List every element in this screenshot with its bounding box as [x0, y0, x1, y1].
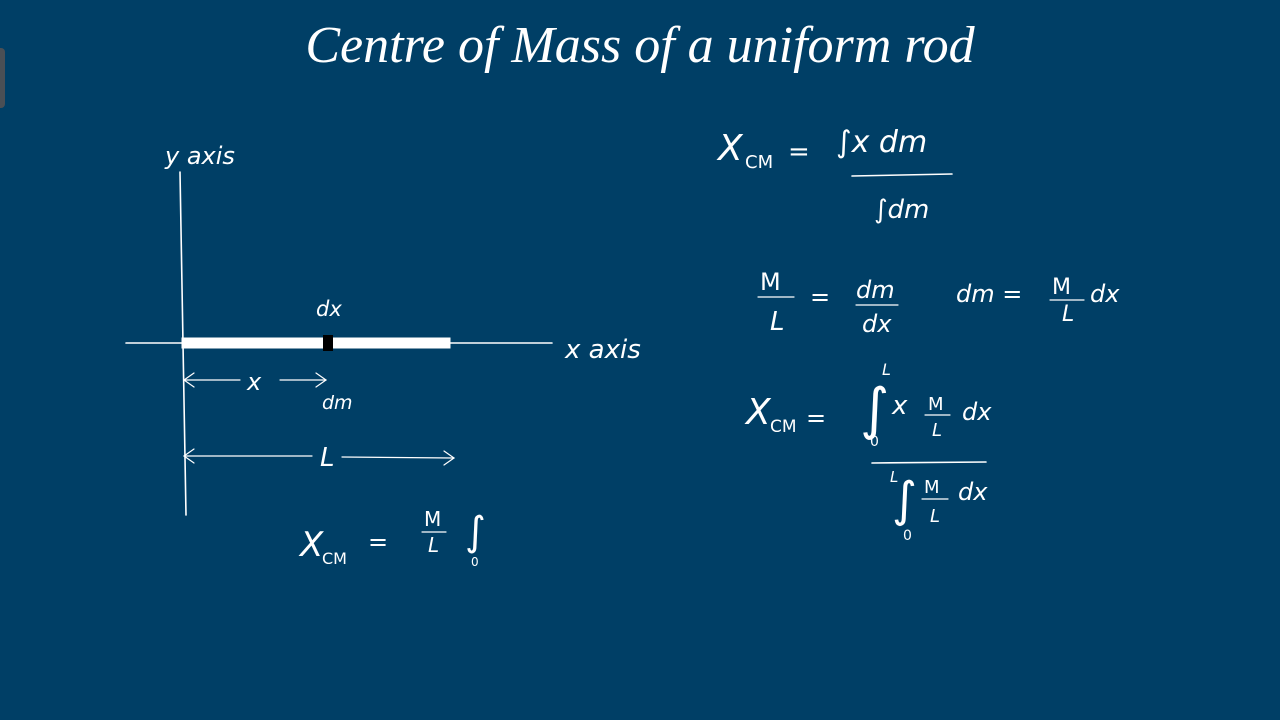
formula-3-num-x: x [891, 391, 908, 421]
mass-element [323, 335, 333, 351]
formula-1-denominator: ∫dm [874, 195, 929, 225]
rod-diagram: y axis x axis dx x dm L [125, 142, 641, 516]
bottom-formula-sub: CM [322, 549, 347, 568]
length-arrow-left-head [182, 448, 195, 464]
formula-2-left-den: L [770, 307, 785, 337]
slide-title: Centre of Mass of a uniform rod [305, 17, 975, 74]
bottom-formula-frac-num: M [424, 507, 441, 531]
position-label: x [246, 368, 262, 396]
x-axis-label: x axis [564, 335, 641, 365]
bottom-formula-lower-limit: 0 [471, 555, 479, 569]
bottom-formula-eq: = [368, 528, 388, 556]
formula-3-den-tail: dx [958, 478, 988, 506]
formula-3-num-tail: dx [962, 398, 992, 426]
formula-3-num-lower: 0 [870, 434, 879, 450]
formula-2: M L = dm dx dm = M L dx [757, 268, 1120, 338]
formula-1: X CM = ∫x dm ∫dm [716, 125, 953, 225]
y-axis-label: y axis [164, 142, 235, 170]
formula-3-den-upper: L [890, 468, 898, 486]
formula-3-num-upper: L [882, 360, 891, 379]
bottom-formula-frac-den: L [428, 533, 439, 557]
formula-3-sub: CM [770, 417, 797, 437]
formula-3-den-integral: ∫ [892, 472, 917, 528]
formula-2-eq: = [810, 283, 830, 311]
formula-3-eq: = [806, 404, 826, 432]
position-arrow-left-head [182, 372, 195, 388]
formula-3-den-frac-den: L [930, 506, 940, 527]
mass-label: dm [322, 392, 353, 414]
formula-2-left-num: M [760, 268, 781, 296]
formula-3-num-frac-den: L [932, 420, 942, 441]
bottom-formula-lhs: X [298, 525, 324, 565]
formula-1-fraction-bar [851, 173, 953, 177]
formula-2-dm-num: M [1052, 275, 1071, 300]
formula-1-sub: CM [745, 152, 773, 173]
formula-1-numerator: ∫x dm [836, 125, 927, 160]
formula-3-num-integral: ∫ [860, 377, 889, 442]
formula-2-right-den: dx [862, 310, 892, 338]
length-arrow-right [341, 456, 455, 459]
formula-2-dm-den: L [1062, 302, 1074, 327]
bottom-formula: X CM = M L ∫ 0 [298, 507, 486, 569]
element-label: dx [316, 297, 342, 321]
formula-3-num-frac-num: M [928, 394, 944, 415]
formula-2-dm-expr: dm = [956, 280, 1022, 308]
formula-2-right-num: dm [856, 276, 895, 304]
formula-1-eq: = [788, 137, 810, 167]
formula-2-dm-tail: dx [1090, 280, 1120, 308]
length-arrow-right-head [443, 450, 456, 466]
bottom-formula-integral: ∫ [465, 509, 486, 555]
length-label: L [320, 443, 335, 473]
formula-3: X CM = ∫ L 0 x M L dx ∫ L 0 M L dx [744, 360, 992, 544]
formula-3-den-lower: 0 [903, 528, 912, 544]
formula-3-lhs: X [744, 392, 772, 433]
formula-3-fraction-bar [871, 461, 987, 464]
formula-3-den-frac-num: M [924, 477, 940, 498]
formula-1-lhs: X [716, 128, 744, 169]
position-arrow-right-head [315, 372, 328, 388]
uniform-rod [181, 337, 451, 349]
side-panel-tab[interactable] [0, 48, 5, 108]
